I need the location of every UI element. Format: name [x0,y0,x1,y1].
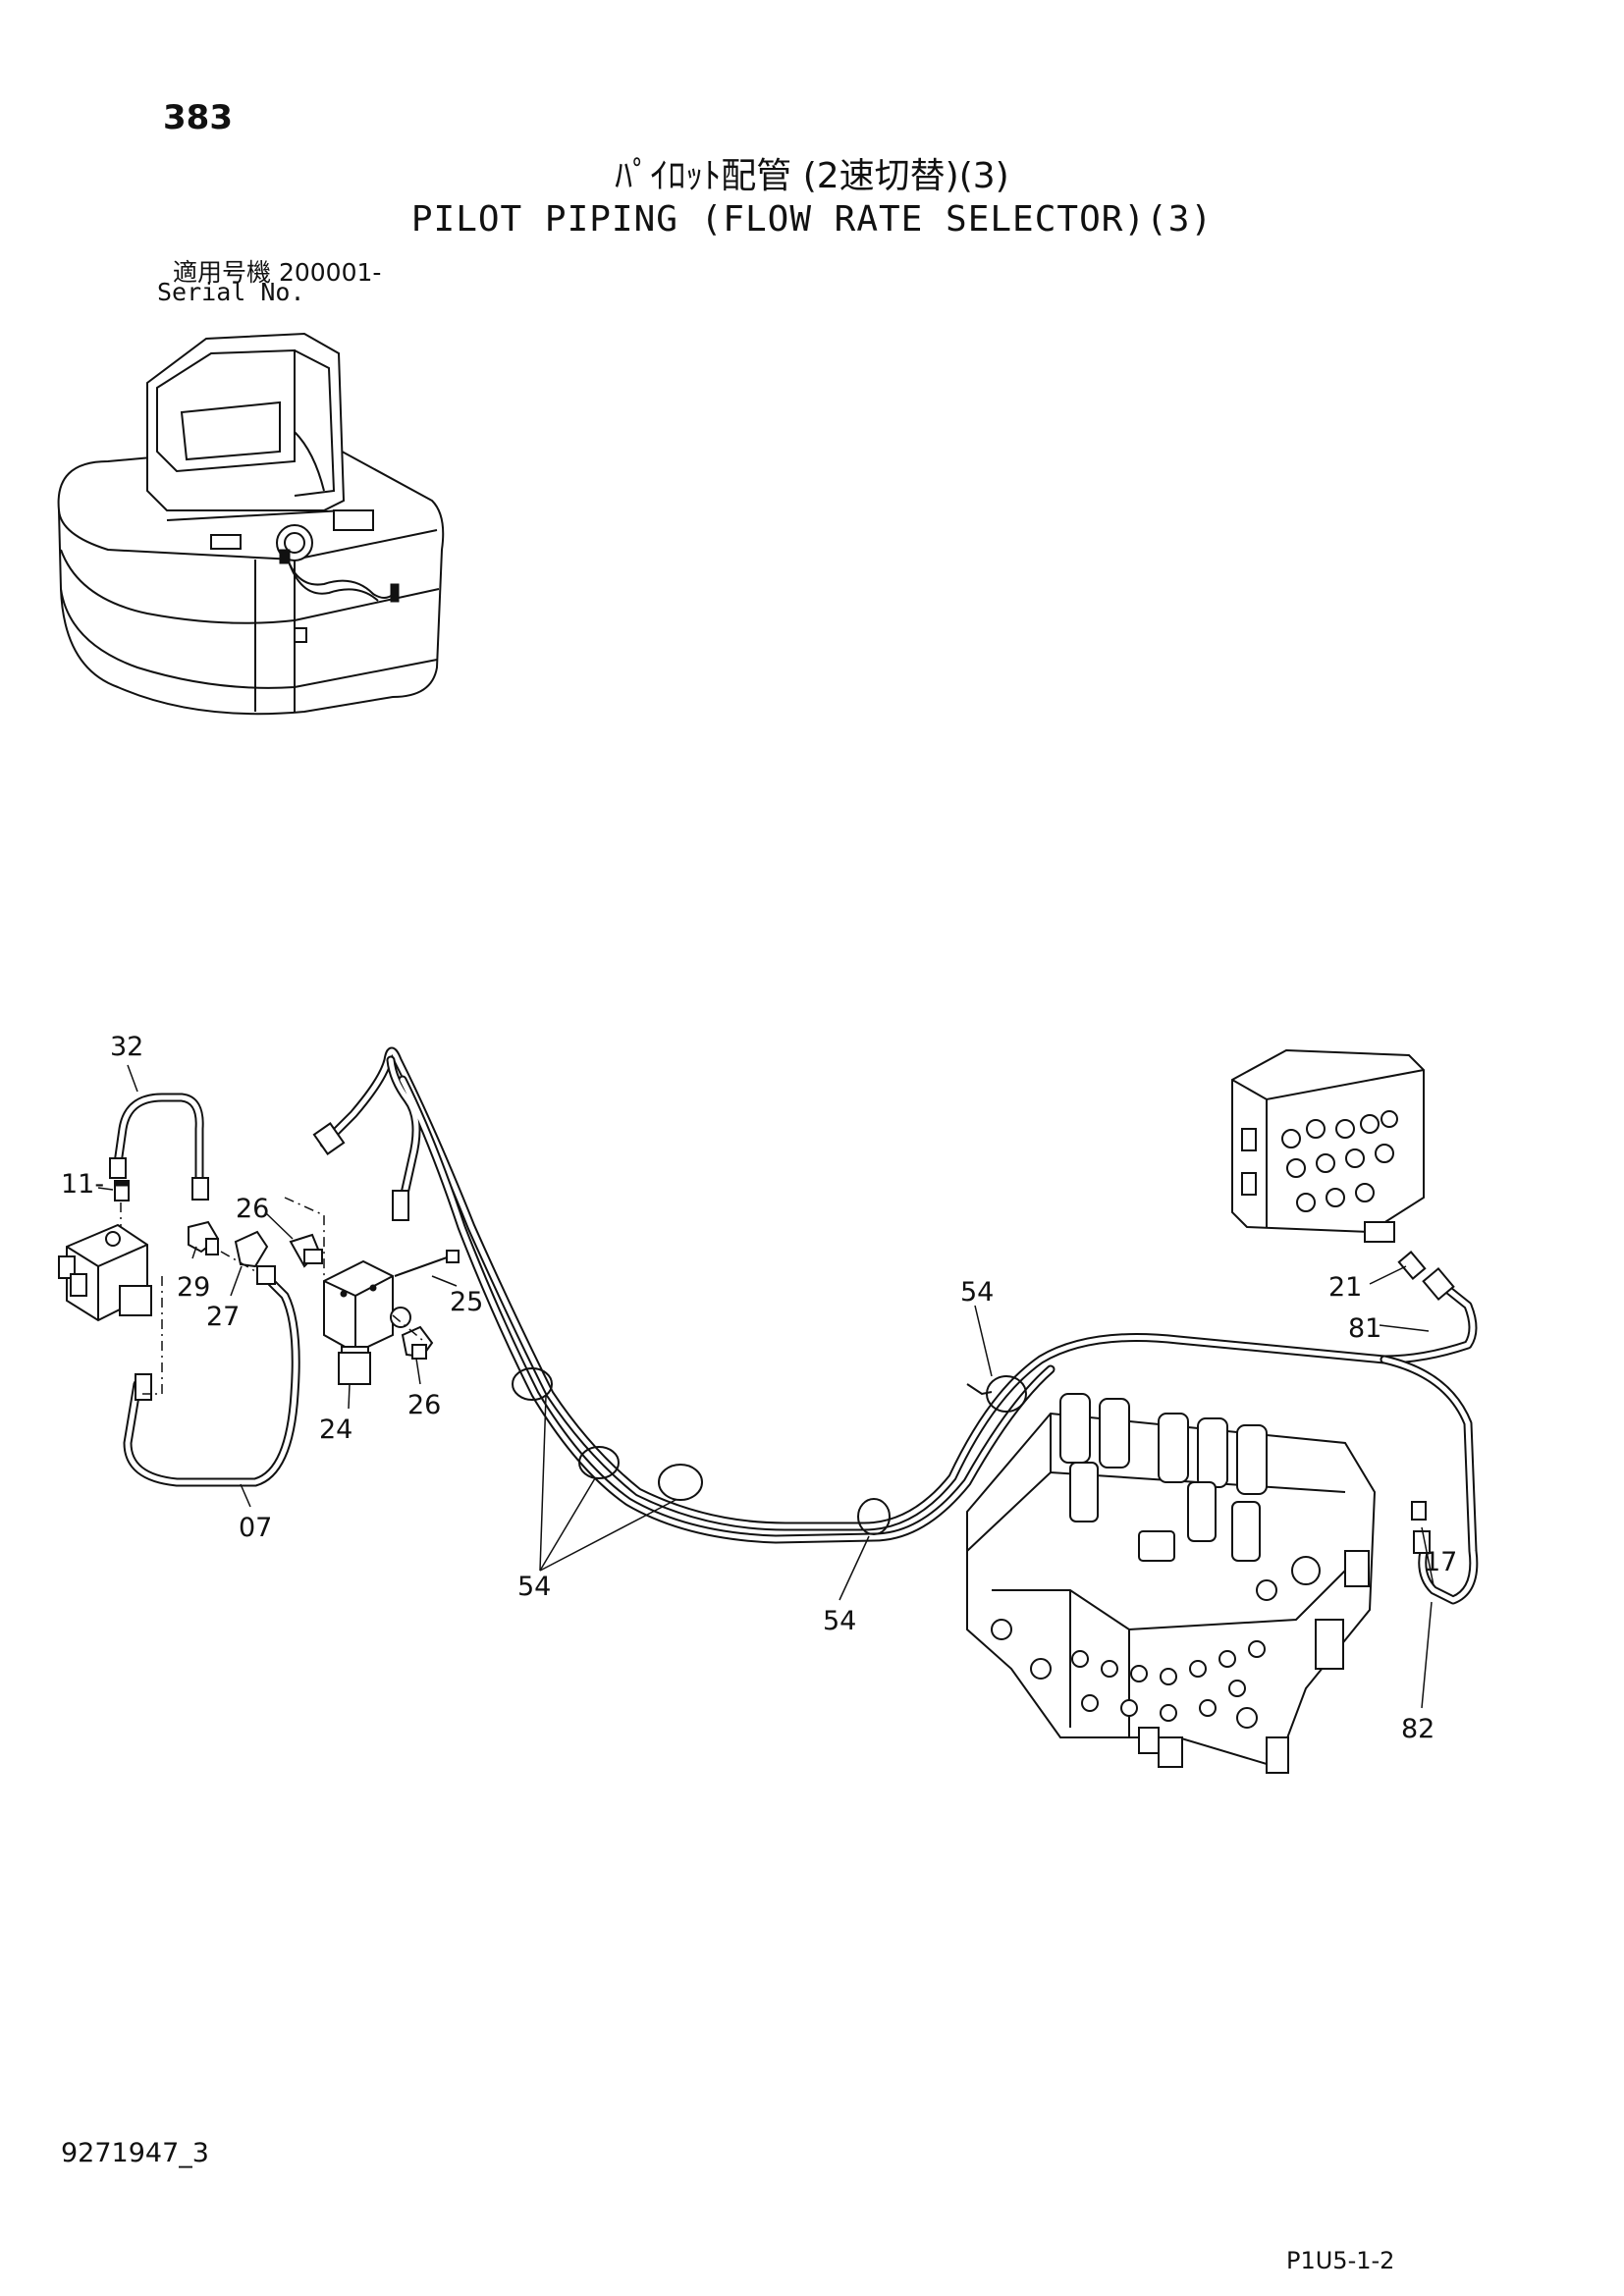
leader-lines [97,1064,1435,1709]
serial-label-japanese: 適用号機 200001- [173,258,382,287]
callout-54-right: 54 [960,1277,994,1308]
page-code: P1U5-1-2 [1286,2247,1395,2274]
callout-07: 07 [239,1513,272,1543]
callout-26-lower: 26 [407,1390,441,1420]
serial-label-english: Serial No. [157,278,305,306]
page-number: 383 [163,98,233,137]
selector-valve-group [58,1093,460,1487]
callout-17: 17 [1424,1547,1457,1577]
control-valve [966,1393,1377,1774]
callout-27: 27 [206,1302,240,1332]
drawing-id: 9271947_3 [61,2138,209,2168]
page-title-japanese: ﾊﾟｲﾛｯﾄ配管 (2速切替)(3) [615,156,1009,196]
excavator-overview [57,332,445,716]
callout-25: 25 [450,1287,483,1317]
callout-54-center: 54 [823,1606,856,1636]
callout-11: 11- [61,1169,104,1200]
callout-24: 24 [319,1415,352,1445]
pilot-hoses [312,1046,1479,1605]
callout-29: 29 [177,1272,210,1303]
callout-26-upper: 26 [236,1194,269,1224]
callout-81: 81 [1348,1313,1381,1344]
pilot-valve-block [1231,1048,1425,1243]
callout-54-left: 54 [517,1572,551,1602]
callout-21: 21 [1328,1272,1362,1303]
page-title-english: PILOT PIPING (FLOW RATE SELECTOR)(3) [410,199,1214,240]
callout-32: 32 [110,1032,143,1062]
callout-labels: 32 11- 26 29 27 25 24 26 07 54 54 54 21 … [61,1032,1457,1744]
callout-82: 82 [1401,1714,1435,1744]
